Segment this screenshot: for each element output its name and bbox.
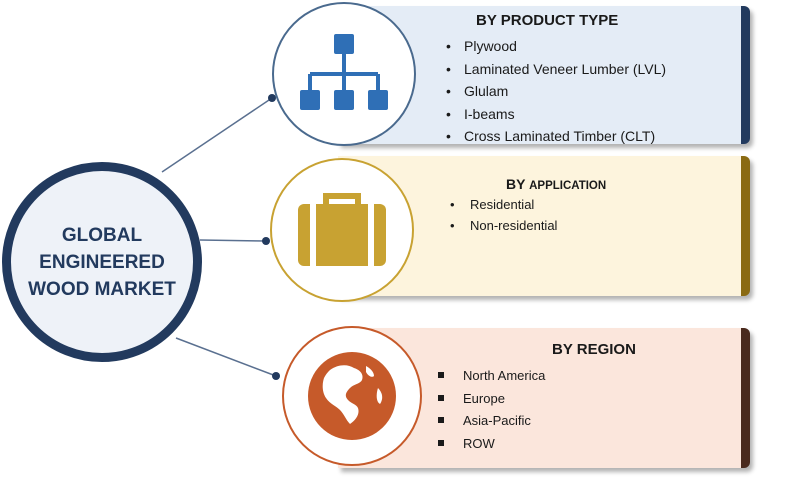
segment-item-list: North America Europe Asia-Pacific ROW (438, 365, 545, 455)
briefcase-icon (298, 193, 386, 266)
list-item-label: Europe (463, 390, 505, 406)
segment-item-list: • Residential • Non-residential (450, 194, 557, 236)
hub-title-line: WOOD MARKET (28, 278, 176, 300)
square-bullet-icon (438, 372, 444, 378)
segment-title-suffix: APPLICATION (529, 180, 607, 192)
bullet-icon: • (446, 128, 451, 144)
product-type-icon-circle (272, 2, 416, 146)
list-item: • Non-residential (450, 215, 557, 236)
application-icon-circle (270, 158, 414, 302)
connector-line-application (199, 239, 267, 242)
hierarchy-icon (300, 34, 388, 110)
bullet-icon: • (446, 38, 451, 54)
segment-title: BY PRODUCT TYPE (476, 12, 619, 29)
segment-title: BY APPLICATION (506, 176, 606, 192)
hub-title: GLOBAL ENGINEERED WOOD MARKET (17, 222, 187, 303)
segment-item-list: •Plywood •Laminated Veneer Lumber (LVL) … (446, 35, 666, 148)
list-item: Europe (438, 388, 545, 411)
square-bullet-icon (438, 417, 444, 423)
hub-title-line: ENGINEERED (39, 251, 165, 273)
list-item-label: I-beams (464, 105, 515, 122)
globe-icon (308, 352, 396, 440)
list-item-label: Cross Laminated Timber (CLT) (464, 128, 656, 144)
segment-title: BY REGION (552, 341, 636, 358)
list-item-label: Residential (470, 197, 535, 212)
connector-dot-application (262, 237, 270, 245)
list-item: North America (438, 365, 545, 388)
connector-line-product (161, 97, 273, 173)
list-item: • I-beams (446, 103, 666, 126)
connector-dot-product (268, 94, 276, 102)
list-item: • Glulam (446, 80, 666, 103)
list-item-label: North America (463, 368, 546, 383)
list-item-label: Asia-Pacific (463, 413, 531, 428)
bullet-icon: • (446, 60, 451, 77)
bullet-icon: • (450, 218, 455, 233)
list-item: • Plywood (446, 35, 666, 58)
connector-dot-region (272, 372, 280, 380)
list-item: • Laminated Veneer Lumber (LVL) (446, 58, 666, 81)
list-item-label: Glulam (464, 83, 509, 99)
bullet-icon: • (450, 197, 455, 212)
square-bullet-icon (438, 439, 444, 446)
hub-title-line: GLOBAL (61, 224, 143, 246)
market-hub-circle: GLOBAL ENGINEERED WOOD MARKET (2, 162, 202, 362)
square-bullet-icon (438, 394, 444, 401)
bullet-icon: • (446, 83, 451, 99)
list-item-label: ROW (463, 435, 495, 451)
segment-title-prefix: BY (506, 176, 526, 192)
list-item-label: Plywood (464, 38, 517, 54)
list-item-label: Laminated Veneer Lumber (LVL) (464, 60, 667, 77)
region-icon-circle (282, 326, 422, 466)
connector-line-region (175, 337, 277, 377)
list-item: • Cross Laminated Timber (CLT) (446, 125, 666, 148)
bullet-icon: • (446, 105, 451, 122)
list-item-label: Non-residential (470, 218, 558, 233)
list-item: ROW (438, 433, 545, 456)
list-item: Asia-Pacific (438, 410, 545, 433)
list-item: • Residential (450, 194, 557, 215)
